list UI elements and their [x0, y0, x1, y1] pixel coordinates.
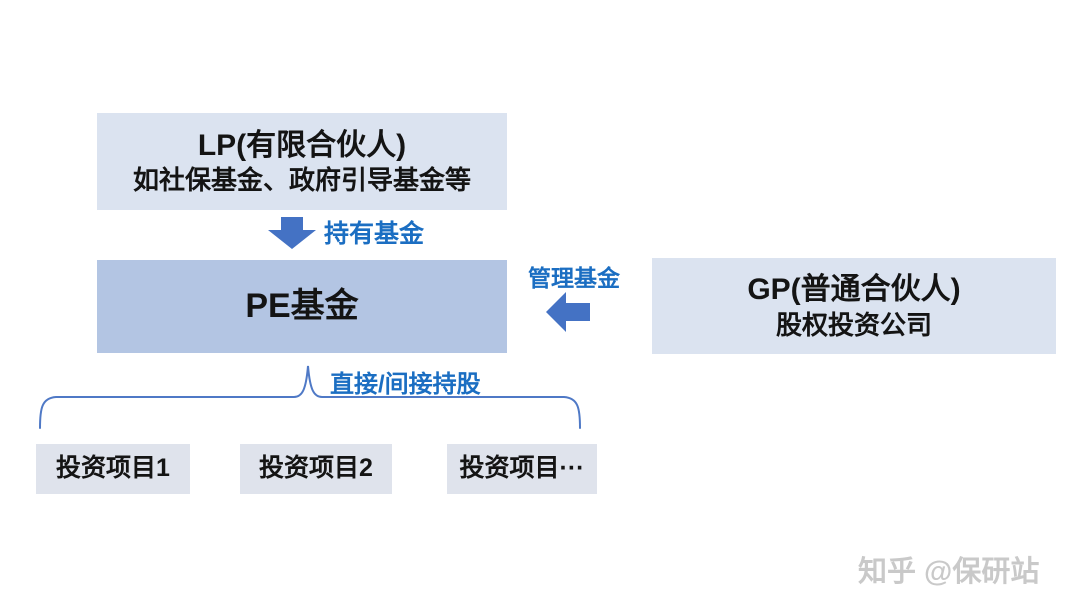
pe-fund-title: PE基金 — [245, 287, 359, 326]
gp-box-subtitle: 股权投资公司 — [775, 309, 932, 340]
investment-project-1-label: 投资项目1 — [56, 454, 170, 483]
gp-box-title: GP(普通合伙人) — [747, 273, 961, 306]
curly-brace — [39, 365, 581, 429]
lp-box: LP(有限合伙人) 如社保基金、政府引导基金等 — [97, 113, 507, 210]
zhihu-watermark: 知乎 @保研站 — [858, 556, 1040, 588]
left-arrow-icon — [546, 292, 590, 332]
investment-project-1-box: 投资项目1 — [36, 444, 190, 494]
investment-project-2-label: 投资项目2 — [259, 454, 373, 483]
manage-fund-label: 管理基金 — [528, 265, 620, 291]
investment-project-more-box: 投资项目··· — [447, 444, 597, 494]
hold-fund-label: 持有基金 — [324, 220, 425, 248]
investment-project-more-label: 投资项目··· — [459, 454, 585, 483]
lp-box-title: LP(有限合伙人) — [197, 128, 407, 162]
down-arrow-icon — [268, 217, 316, 249]
direct-indirect-holding-label: 直接/间接持股 — [330, 371, 481, 398]
gp-box: GP(普通合伙人) 股权投资公司 — [652, 258, 1056, 354]
pe-fund-box: PE基金 — [97, 260, 507, 353]
investment-project-2-box: 投资项目2 — [240, 444, 392, 494]
lp-box-subtitle: 如社保基金、政府引导基金等 — [132, 165, 471, 195]
